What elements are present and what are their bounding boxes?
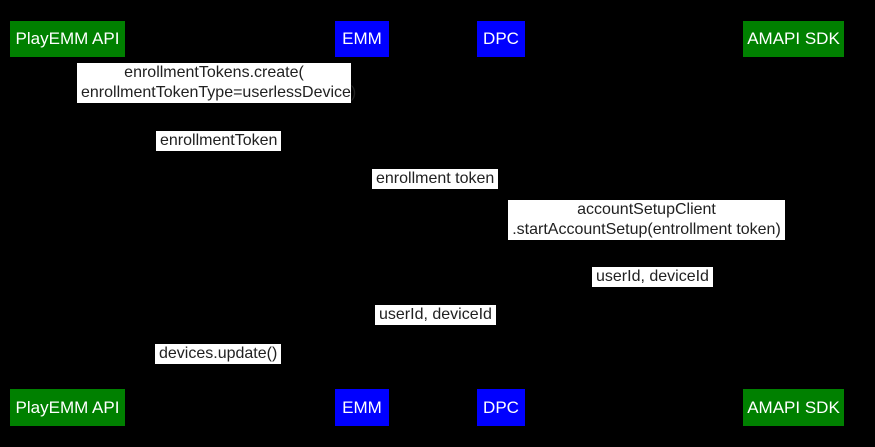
message-devices-update: devices.update()	[155, 344, 282, 364]
message-enrollment-token-to-dpc: enrollment token	[372, 169, 499, 189]
actor-emm-bottom: EMM	[335, 389, 389, 426]
actor-playemm-api-bottom: PlayEMM API	[10, 389, 125, 426]
message-userid-deviceid-return: userId, deviceId	[592, 267, 713, 287]
actor-playemm-api-top: PlayEMM API	[10, 21, 125, 57]
message-userid-deviceid-to-emm: userId, deviceId	[375, 305, 496, 325]
message-enrollment-token-return: enrollmentToken	[156, 131, 282, 151]
actor-amapi-sdk-top: AMAPI SDK	[743, 21, 844, 57]
actor-emm-top: EMM	[335, 21, 389, 57]
actor-dpc-top: DPC	[477, 21, 525, 57]
actor-amapi-sdk-bottom: AMAPI SDK	[743, 389, 844, 426]
message-enrollment-tokens-create: enrollmentTokens.create( enrollmentToken…	[77, 63, 356, 103]
message-start-account-setup: accountSetupClient .startAccountSetup(en…	[508, 200, 785, 240]
actor-dpc-bottom: DPC	[477, 389, 525, 426]
